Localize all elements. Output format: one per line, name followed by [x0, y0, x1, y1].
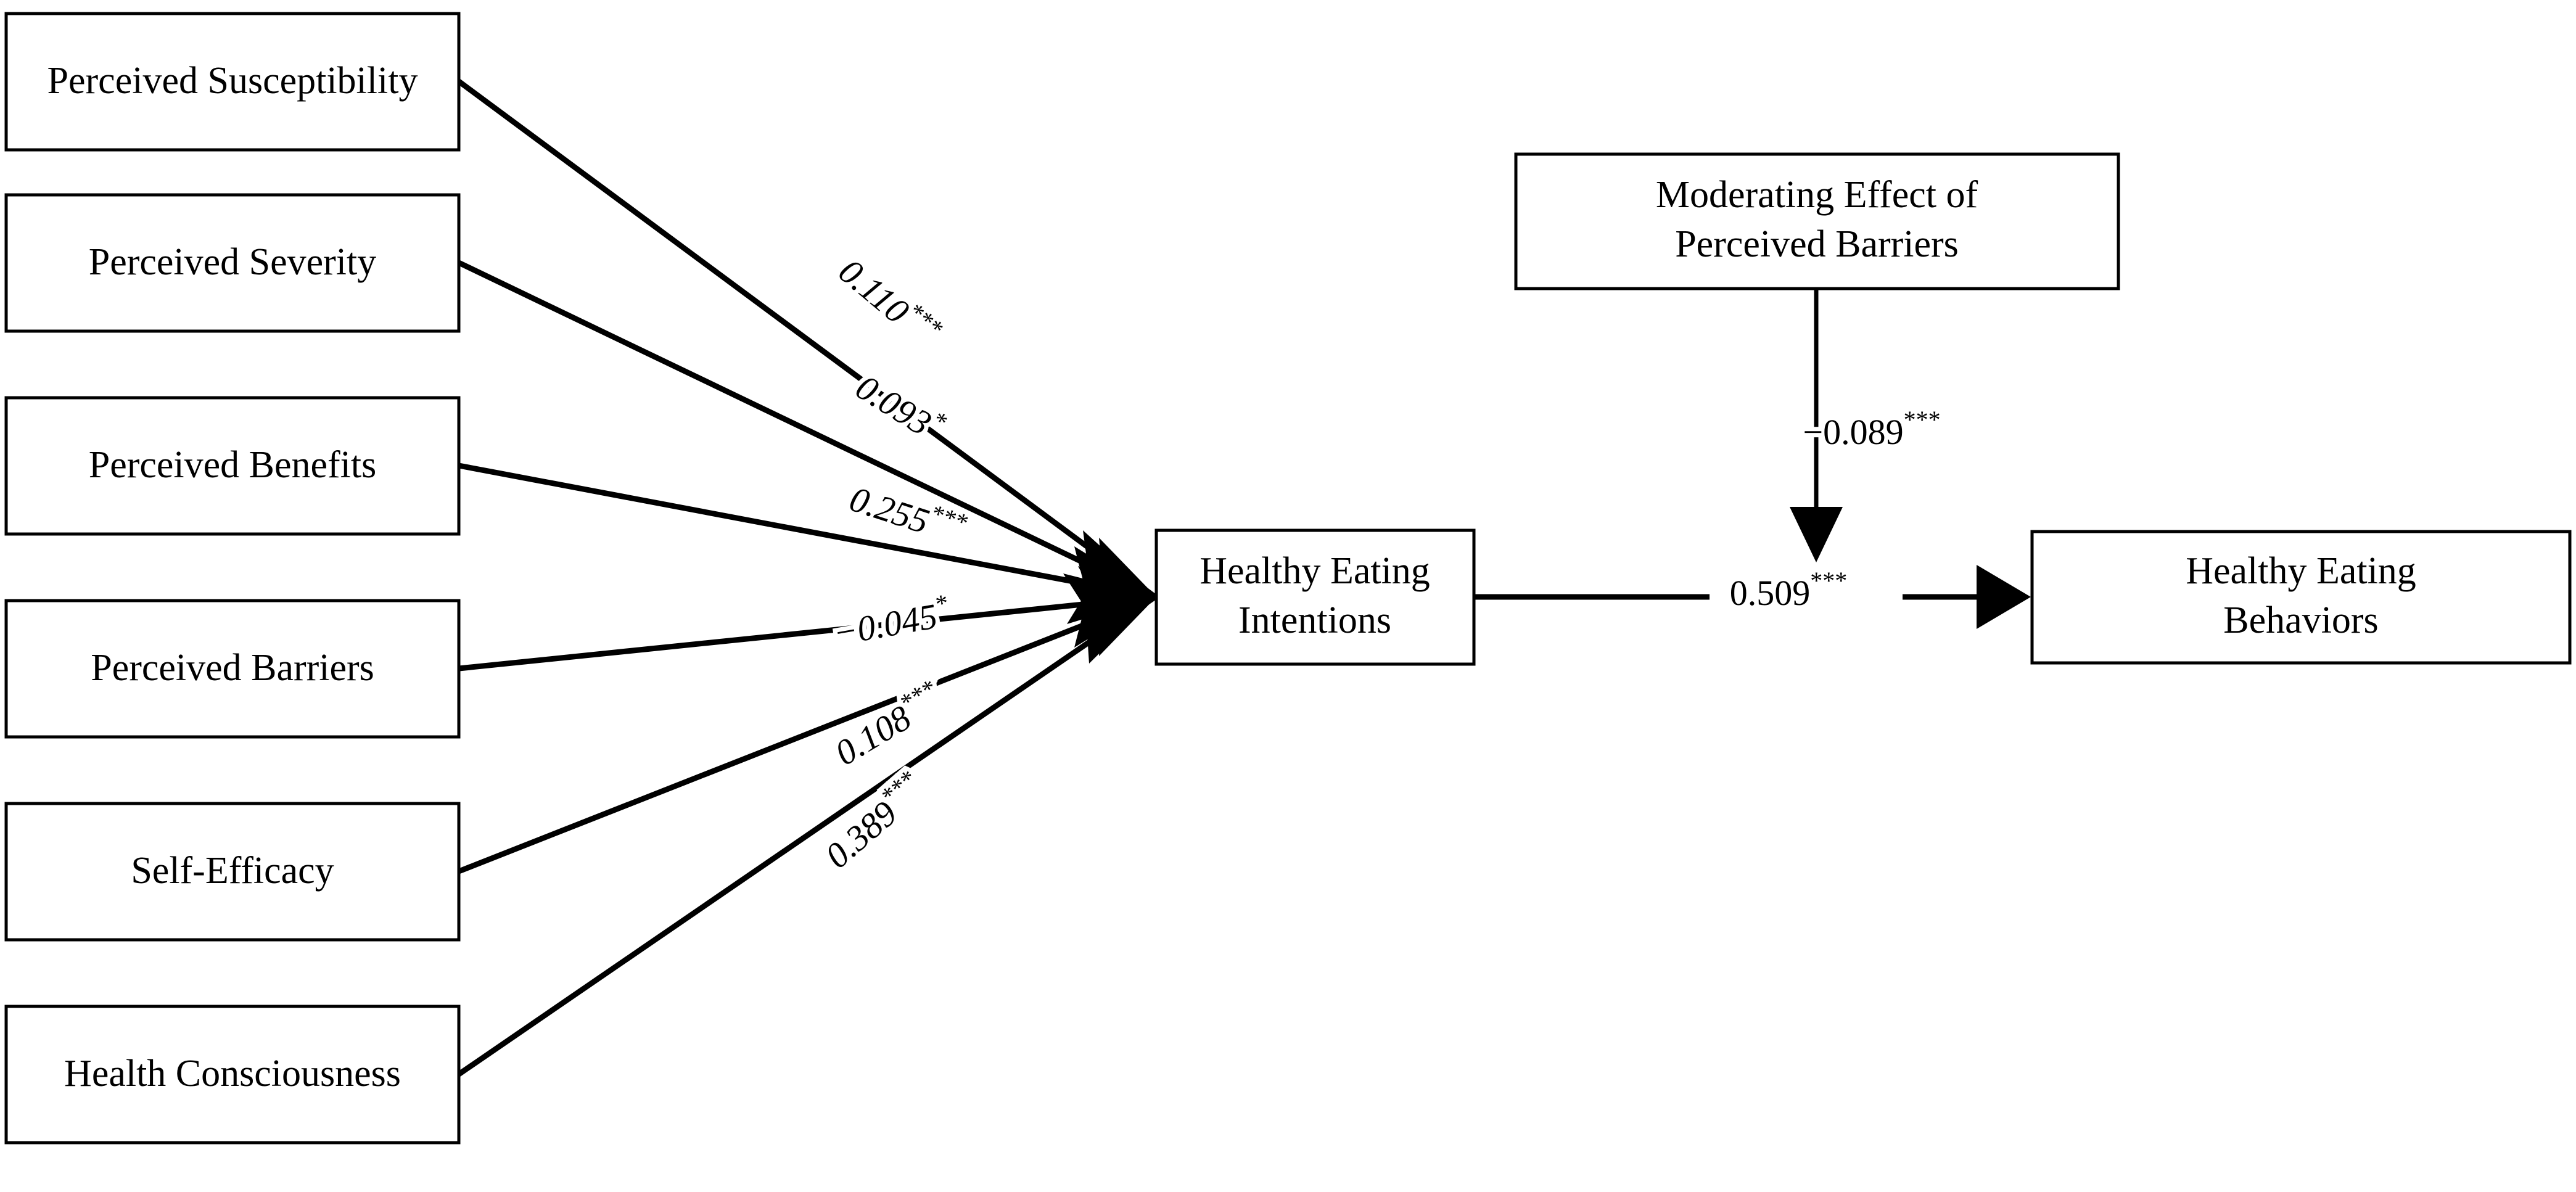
converging-arrowheads — [1063, 530, 1156, 664]
node-healthy-eating-behaviors[interactable]: Healthy Eating Behaviors — [2030, 530, 2572, 665]
node-label-behaviors-line2: Behaviors — [2223, 599, 2378, 641]
node-box-rect — [1154, 528, 1476, 666]
path-line-health-consciousness — [457, 594, 1157, 1077]
node-box-rect — [1514, 152, 2120, 290]
node-label-self-efficacy: Self-Efficacy — [131, 850, 334, 892]
node-perceived-barriers[interactable]: Perceived Barriers — [4, 599, 461, 739]
svg-text:0.509***: 0.509*** — [1730, 567, 1848, 613]
node-label-intentions-line2: Intentions — [1238, 599, 1391, 641]
coef-value-p8: −0.089 — [1803, 412, 1903, 452]
node-box-rect — [4, 193, 461, 333]
node-label-moderator-line2: Perceived Barriers — [1675, 223, 1959, 265]
node-box-rect — [4, 12, 461, 152]
path-line-susceptibility — [457, 79, 1157, 599]
coef-stars-p8: *** — [1904, 406, 1941, 434]
node-label-health-consciousness: Health Consciousness — [64, 1053, 401, 1095]
coef-value-p7: 0.509 — [1730, 573, 1811, 613]
svg-text:0.110***: 0.110*** — [756, 178, 1014, 407]
node-box-rect — [2030, 530, 2572, 665]
arrowhead-to-behaviors — [1977, 565, 2031, 629]
coef-intentions-to-behaviors: 0.509*** — [1726, 562, 1852, 617]
coef-value-p3: 0.255 — [845, 479, 934, 541]
node-label-perceived-barriers: Perceived Barriers — [91, 647, 374, 689]
node-self-efficacy[interactable]: Self-Efficacy — [4, 802, 461, 942]
node-perceived-severity[interactable]: Perceived Severity — [4, 193, 461, 333]
node-box-rect — [4, 802, 461, 942]
coef-stars-p7: *** — [1810, 567, 1847, 594]
predictor-boxes-group: Perceived Susceptibility Perceived Sever… — [4, 12, 461, 1145]
path-line-severity — [458, 260, 1156, 600]
coef-moderator: −0.089*** — [1798, 401, 1944, 456]
path-line-barriers — [458, 594, 1156, 672]
arrowhead-moderator — [1790, 507, 1843, 562]
node-label-behaviors-line1: Healthy Eating — [2186, 550, 2416, 592]
coef-susceptibility: 0.110*** — [756, 178, 1014, 407]
node-label-perceived-severity: Perceived Severity — [89, 241, 377, 283]
node-label-intentions-line1: Healthy Eating — [1200, 550, 1430, 592]
node-box-rect — [4, 1005, 461, 1145]
intention-to-behavior-path — [1474, 565, 2031, 629]
node-label-moderator-line1: Moderating Effect of — [1656, 174, 1978, 216]
node-box-rect — [4, 599, 461, 739]
node-perceived-susceptibility[interactable]: Perceived Susceptibility — [4, 12, 461, 152]
path-lines-group — [457, 79, 1157, 1077]
coef-value-p2: 0.093 — [849, 367, 939, 443]
svg-text:−0.089***: −0.089*** — [1803, 406, 1940, 452]
node-healthy-eating-intentions[interactable]: Healthy Eating Intentions — [1154, 528, 1476, 666]
node-label-perceived-benefits: Perceived Benefits — [89, 444, 377, 486]
node-box-rect — [4, 396, 461, 536]
node-perceived-benefits[interactable]: Perceived Benefits — [4, 396, 461, 536]
node-health-consciousness[interactable]: Health Consciousness — [4, 1005, 461, 1145]
moderator-path — [1790, 289, 1843, 562]
node-moderating-effect-perceived-barriers[interactable]: Moderating Effect of Perceived Barriers — [1514, 152, 2120, 290]
path-line-self-efficacy — [458, 594, 1156, 874]
node-label-perceived-susceptibility: Perceived Susceptibility — [47, 60, 418, 102]
coef-value-p4: −0.045 — [830, 596, 940, 653]
path-line-benefits — [458, 462, 1156, 600]
